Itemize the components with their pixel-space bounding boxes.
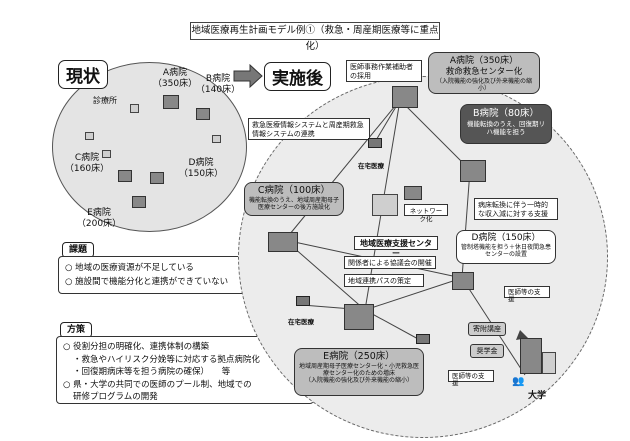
- current-hospital-c: C病院 （160床）: [62, 153, 112, 175]
- after-hospital-a-box: A病院（350床） 救命救急センター化 （入院機能の強化及び外来機能の縮小）: [428, 52, 540, 94]
- measure-text: 役割分担の明確化、連携体制の構築: [73, 342, 210, 352]
- hospital-a-building-icon: [163, 95, 179, 109]
- measure-text: 県・大学の共同での医師のプール制、地域での: [73, 379, 252, 390]
- measure-item: ・救急やハイリスク分娩等に対応する拠点病院化: [63, 354, 307, 367]
- hospital-c-name: C病院: [74, 153, 100, 163]
- page-title: 地域医療再生計画モデル例①（救急・周産期医療等に重点化）: [190, 22, 440, 52]
- regional-support-center-box: 地域医療支援センター: [354, 236, 438, 258]
- current-hospital-d: D病院 （150床）: [176, 158, 226, 180]
- home-care-label-1: 在宅医療: [358, 162, 384, 170]
- after-hospital-e-title: E病院（250床）: [323, 351, 395, 362]
- clinic-building-icon-3: [102, 150, 111, 158]
- university-building-icon: [520, 338, 542, 374]
- scholarship-label: 奨学金: [470, 344, 504, 358]
- hospital-b-name: B病院: [205, 74, 231, 84]
- after-hospital-e-box: E病院（250床） 地域周産期母子医療センター化・小児救急医療センター化のための…: [294, 348, 424, 396]
- after-hospital-b-box: B病院（80床） 機能転換のうえ、回復期リハ機能を担う: [460, 104, 552, 144]
- home-care-house-icon-2: [296, 296, 310, 306]
- after-hospital-c-role: 機能転換のうえ、地域周産期母子医療センターの後方施設化: [248, 197, 339, 211]
- after-hospital-c-building-icon: [268, 232, 298, 252]
- issue-item: ○ 地域の医療資源が不足している: [65, 263, 194, 273]
- after-hospital-a-title: A病院（350床）: [449, 56, 519, 66]
- issue-item: ○ 施設間で機能分化と連携ができていない: [65, 277, 229, 287]
- university-building-icon-2: [542, 352, 556, 374]
- hospital-a-beds: （350床）: [152, 79, 198, 89]
- hospital-e-name: E病院: [87, 208, 111, 218]
- after-hospital-e-note: （入院機能の強化及び外来機能の縮小）: [304, 377, 413, 384]
- clinic-building-icon: [130, 104, 139, 113]
- current-hospital-e: E病院 （200床）: [74, 208, 124, 230]
- pathway-box: 地域連携パスの策定: [344, 274, 424, 287]
- after-hospital-a-role: 救命救急センター化: [445, 67, 523, 77]
- hospital-e-beds: （200床）: [76, 219, 122, 229]
- info-system-box: 救急医療情報システムと周産期救急情報システムの連携: [248, 118, 370, 140]
- current-state-label: 現状: [58, 60, 108, 89]
- measure-item: 研修プログラムの開発: [63, 391, 307, 404]
- after-hospital-e-role: 地域周産期母子医療センター化・小児救急医療センター化のための増床: [298, 363, 419, 377]
- measure-text: 研修プログラムの開発: [73, 392, 158, 402]
- issue-text: 施設間で機能分化と連携ができていない: [75, 277, 229, 287]
- university-label: 大学: [528, 391, 547, 401]
- after-state-label: 実施後: [264, 62, 331, 91]
- current-hospital-a: A病院 （350床）: [150, 68, 200, 90]
- after-hospital-c-title: C病院（100床）: [257, 185, 331, 196]
- hospital-d-beds: （150床）: [178, 169, 224, 179]
- after-hospital-b-title: B病院（80床）: [472, 108, 540, 119]
- hospital-c-building-icon: [118, 170, 132, 182]
- after-hospital-d-box: D病院（150床） 管制塔機能を担う＋休日夜間急患センターの設置: [456, 230, 556, 264]
- doctor-support-box-1: 医師等の支援: [504, 286, 550, 303]
- after-hospital-a-note: （入院機能の強化及び外来機能の縮小）: [435, 78, 532, 92]
- hospital-d-name: D病院: [188, 158, 214, 168]
- hospital-c-beds: （160床）: [64, 164, 110, 174]
- hospital-b-building-icon: [196, 108, 210, 120]
- measure-item: ○ 役割分担の明確化、連携体制の構築: [63, 342, 210, 352]
- after-hospital-b-building-icon: [460, 160, 486, 182]
- measure-text: ・救急やハイリスク分娩等に対応する拠点病院化: [73, 354, 260, 365]
- council-box: 関係者による協議会の開催: [344, 256, 436, 269]
- clinic-house-icon: [416, 334, 430, 344]
- measure-item: ○ 県・大学の共同での医師のプール制、地域での: [63, 379, 252, 390]
- doctor-support-box-2: 医師等の支援: [448, 370, 494, 387]
- clerk-hire-box: 医師事務作業補助者の採用: [346, 60, 422, 82]
- home-care-label-2: 在宅医療: [288, 318, 314, 326]
- after-hospital-d-title: D病院（150床）: [471, 233, 541, 243]
- network-label: ネットワーク化: [404, 204, 448, 223]
- after-hospital-c-box: C病院（100床） 機能転換のうえ、地域周産期母子医療センターの後方施設化: [244, 182, 344, 216]
- clinic-building-icon-4: [212, 135, 221, 143]
- temporary-support-box: 病床転換に伴う一時的な収入減に対する支援: [474, 198, 558, 220]
- after-hospital-b-role: 機能転換のうえ、回復期リハ機能を担う: [467, 120, 545, 136]
- after-hospital-e-building-icon: [344, 304, 374, 330]
- hospital-a-name: A病院: [162, 68, 188, 78]
- hospital-b-beds: （140床）: [195, 85, 241, 95]
- endowed-chair-label: 寄附講座: [468, 322, 506, 336]
- current-hospital-b: B病院 （140床）: [193, 74, 243, 96]
- after-hospital-d-role: 管制塔機能を担う＋休日夜間急患センターの設置: [460, 244, 551, 258]
- measure-item: ・回復期病床等を担う病院の確保） 等: [63, 366, 307, 379]
- network-computer-icon: [404, 186, 422, 200]
- people-icon: 👥: [512, 376, 525, 387]
- measure-text: ・回復期病床等を担う病院の確保） 等: [73, 367, 231, 377]
- issue-text: 地域の医療資源が不足している: [75, 263, 194, 273]
- transition-arrow: [233, 64, 263, 88]
- after-hospital-a-building-icon: [392, 86, 418, 108]
- clinic-label: 診療所: [93, 96, 117, 105]
- hospital-d-building-icon: [150, 172, 164, 184]
- network-building-icon: [372, 194, 398, 216]
- home-care-house-icon: [368, 138, 382, 148]
- clinic-building-icon-2: [85, 132, 94, 140]
- current-state-circle: [52, 62, 247, 232]
- after-hospital-d-building-icon: [452, 272, 474, 290]
- hospital-e-building-icon: [132, 196, 146, 208]
